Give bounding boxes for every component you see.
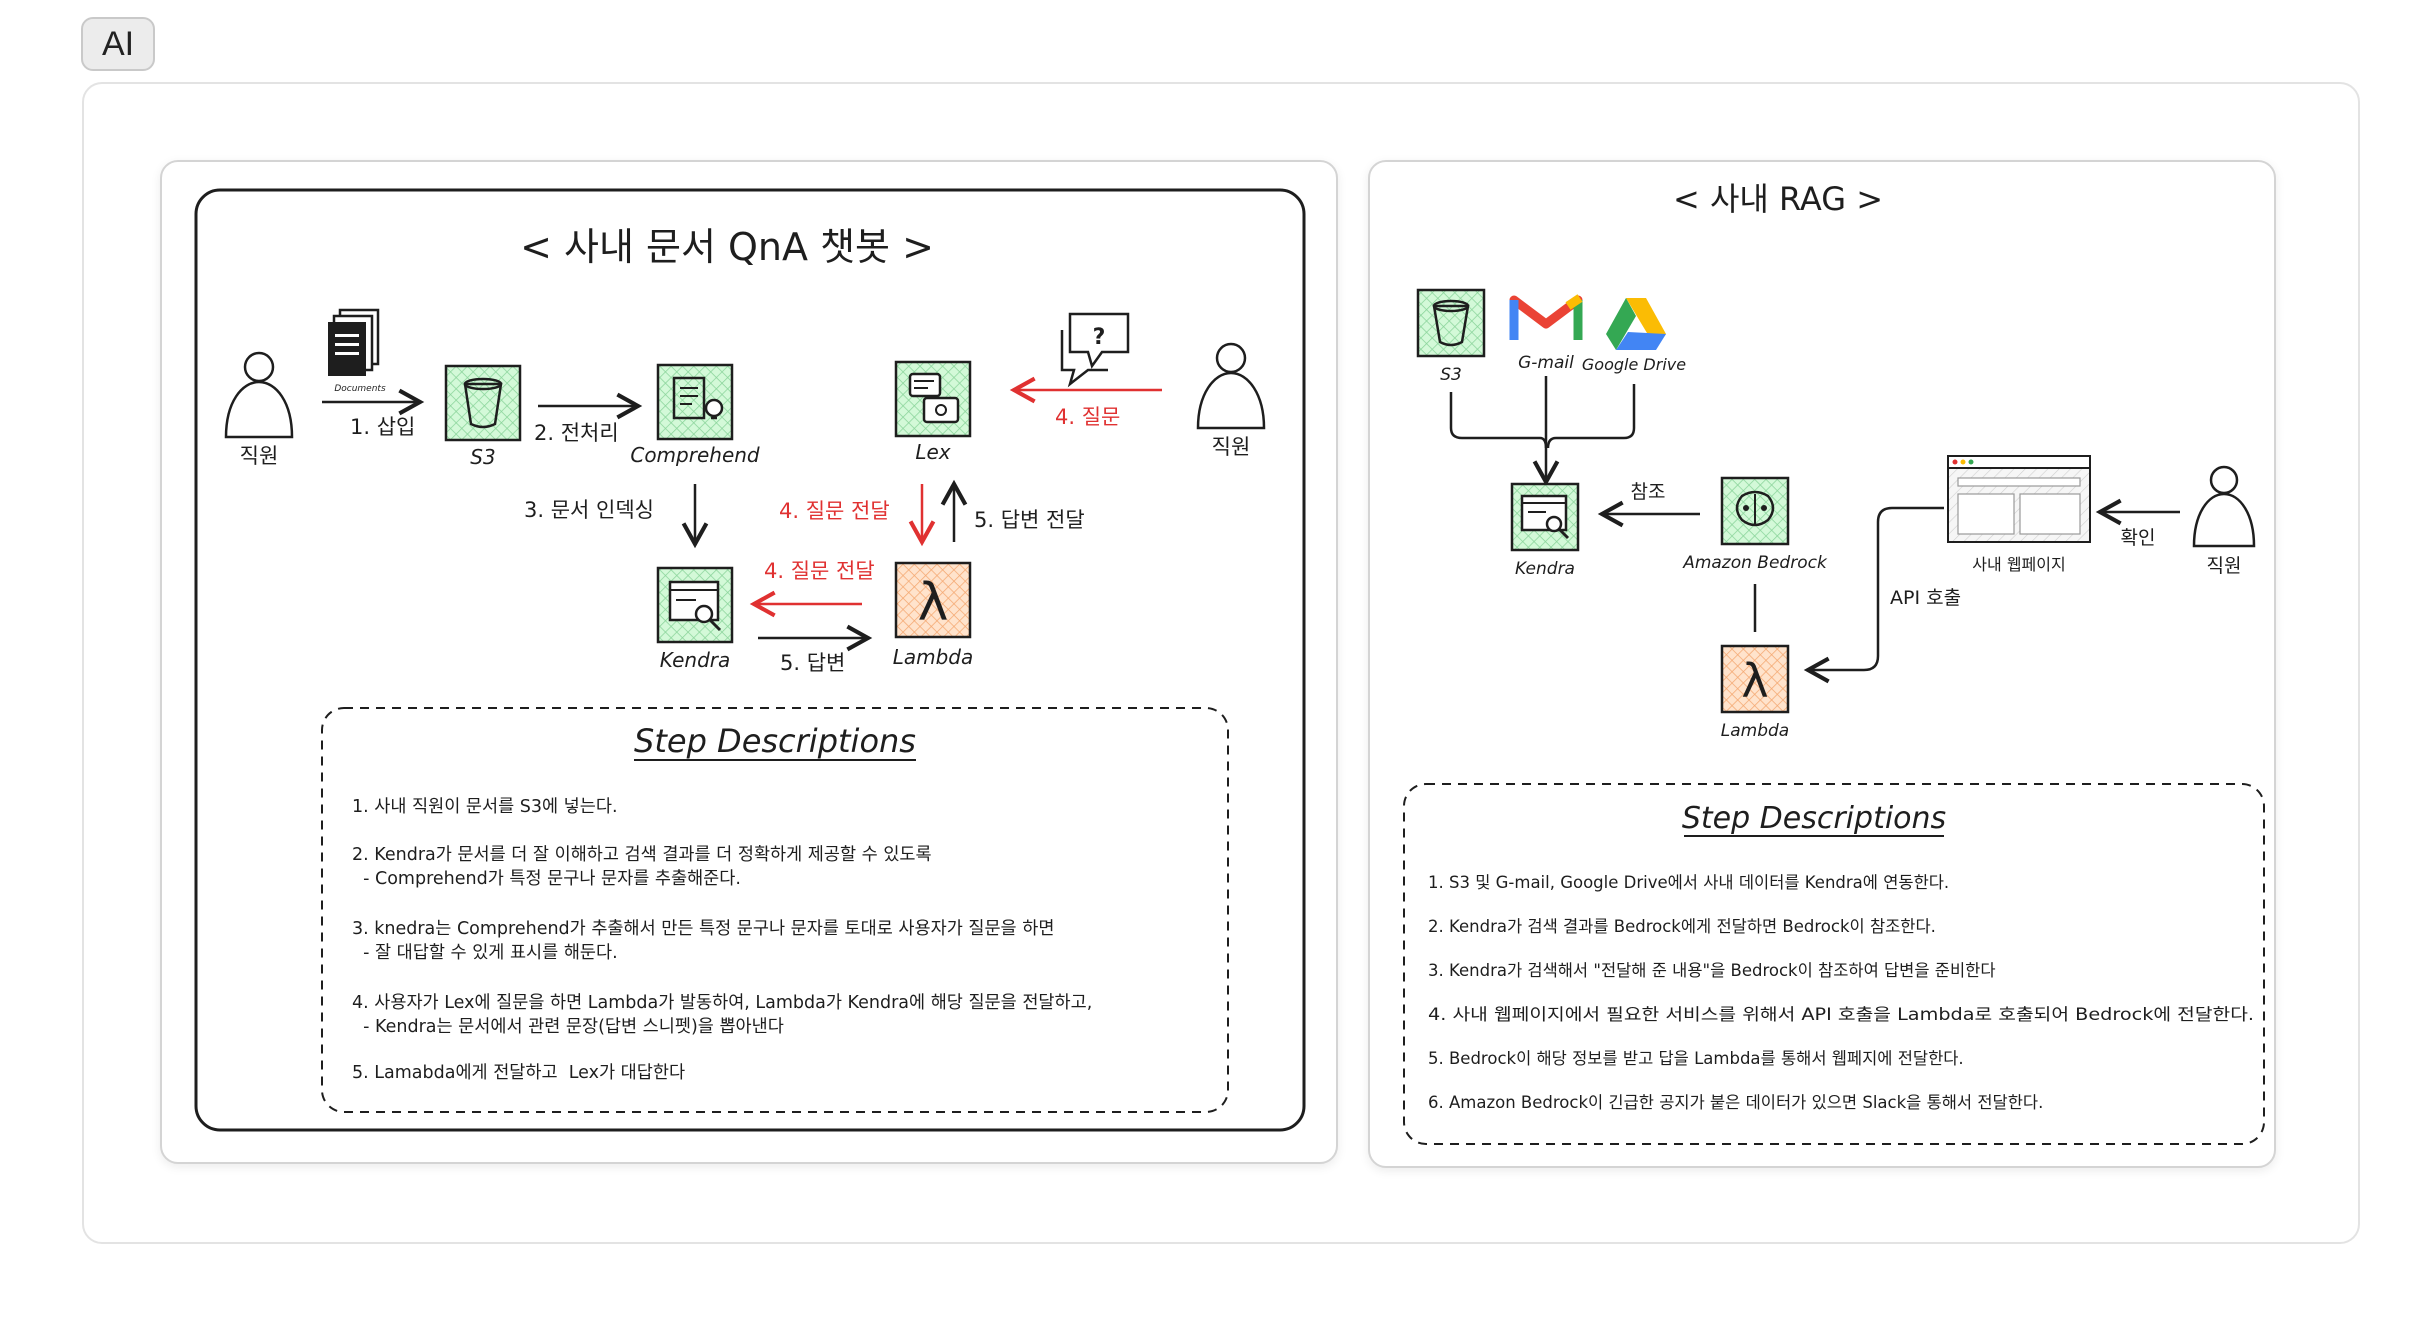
webpage-label: 사내 웹페이지 — [1972, 555, 2065, 574]
s3-connector — [1449, 392, 1548, 449]
reference-label: 참조 — [1631, 481, 1666, 503]
documents-icon — [328, 308, 380, 376]
step-descriptions-title: Step Descriptions — [1682, 801, 1946, 836]
step-text: 4. 사내 웹페이지에서 필요한 서비스를 위해서 API 호출을 Lambda… — [1428, 1005, 2254, 1024]
step-text: 1. 사내 직원이 문서를 S3에 넣는다. — [352, 797, 618, 817]
employee-right-label: 직원 — [1212, 435, 1251, 459]
diagram-title: < 사내 문서 QnA 챗봇 > — [520, 225, 934, 269]
s3-label: S3 — [470, 445, 495, 469]
bedrock-label: Amazon Bedrock — [1682, 553, 1828, 573]
step-text: 5. Bedrock이 해당 정보를 받고 답을 Lambda를 통해서 웹페지… — [1428, 1049, 1964, 1068]
confirm-label: 확인 — [2121, 527, 2156, 549]
step-descriptions-box — [1403, 783, 2265, 1145]
s3-icon — [1416, 288, 1486, 358]
s3-icon — [444, 364, 522, 442]
api-call-arrow — [1803, 506, 1944, 684]
step-text: 4. 사용자가 Lex에 질문을 하면 Lambda가 발동하여, Lambda… — [352, 993, 1092, 1013]
lambda-icon: λ — [894, 561, 972, 639]
step-text: 6. Amazon Bedrock이 긴급한 공지가 붙은 데이터가 있으면 S… — [1428, 1093, 2043, 1112]
lambda-label: Lambda — [1721, 721, 1789, 741]
qna-chatbot-diagram-card: < 사내 문서 QnA 챗봇 > 직원 Documents 1. 삽입 S3 2… — [160, 160, 1338, 1164]
api-call-label: API 호출 — [1890, 587, 1961, 609]
lex-label: Lex — [915, 440, 950, 464]
kendra-icon — [1510, 482, 1580, 552]
qna-diagram-canvas: < 사내 문서 QnA 챗봇 > 직원 Documents 1. 삽입 S3 2… — [194, 188, 1306, 1132]
gmail-label: G-mail — [1518, 353, 1574, 373]
kendra-label: Kendra — [1515, 559, 1575, 579]
answer-label: 5. 답변 — [780, 651, 845, 675]
indexing-label: 3. 문서 인덱싱 — [524, 498, 654, 522]
kendra-icon — [656, 566, 734, 644]
employee-label: 직원 — [2207, 555, 2242, 577]
s3-label: S3 — [1440, 365, 1462, 385]
gmail-icon — [1509, 294, 1583, 340]
bedrock-icon — [1720, 476, 1790, 546]
step-descriptions-box — [321, 707, 1229, 1113]
lex-icon — [894, 360, 972, 438]
comprehend-icon — [656, 363, 734, 441]
diagram-frame — [194, 188, 1306, 1132]
rag-diagram-canvas: < 사내 RAG > S3 G-mail Google Drive Kendra — [1403, 180, 2265, 1145]
svg-text:λ: λ — [1741, 654, 1768, 708]
step-descriptions-title: Step Descriptions — [634, 722, 916, 760]
step-text: 5. Lamabda에게 전달하고 Lex가 대답한다 — [352, 1063, 685, 1083]
question-label: 4. 질문 — [1055, 405, 1120, 429]
ai-badge: AI — [81, 17, 155, 71]
step-text: 2. Kendra가 문서를 더 잘 이해하고 검색 결과를 더 정확하게 제공… — [352, 845, 932, 865]
lambda-icon: λ — [1720, 644, 1790, 714]
documents-label: Documents — [334, 384, 386, 394]
webpage-icon — [1947, 455, 2091, 543]
svg-text:λ: λ — [918, 573, 949, 633]
question-forward-label-1: 4. 질문 전달 — [779, 499, 890, 523]
kendra-label: Kendra — [660, 648, 731, 672]
employee-icon — [1196, 342, 1266, 430]
svg-text:?: ? — [1093, 325, 1106, 350]
step-text: 3. Kendra가 검색해서 "전달해 준 내용"을 Bedrock이 참조하… — [1428, 961, 1996, 980]
employee-icon — [2192, 465, 2256, 548]
diagram-title: < 사내 RAG > — [1673, 180, 1883, 218]
step-text: - Kendra는 문서에서 관련 문장(답변 스니펫)을 뽑아낸다 — [352, 1017, 784, 1037]
insert-label: 1. 삽입 — [350, 415, 415, 439]
gdrive-label: Google Drive — [1582, 355, 1686, 374]
google-drive-icon — [1606, 298, 1666, 350]
question-forward-label-2: 4. 질문 전달 — [764, 559, 875, 583]
step-text: 2. Kendra가 검색 결과를 Bedrock에게 전달하면 Bedrock… — [1428, 917, 1936, 936]
employee-left-label: 직원 — [240, 444, 279, 468]
employee-icon — [224, 351, 294, 439]
step-text: 1. S3 및 G-mail, Google Drive에서 사내 데이터를 K… — [1428, 873, 1949, 892]
step-text: - 잘 대답할 수 있게 표시를 해둔다. — [352, 943, 618, 963]
answer-forward-label: 5. 답변 전달 — [974, 508, 1085, 532]
gdrive-connector — [1546, 384, 1636, 449]
step-text: - Comprehend가 특정 문구나 문자를 추출해준다. — [352, 869, 741, 889]
lambda-label: Lambda — [893, 645, 974, 669]
preprocess-label: 2. 전처리 — [534, 421, 619, 445]
question-bubble-icon: ? — [1060, 312, 1130, 388]
rag-diagram-card: < 사내 RAG > S3 G-mail Google Drive Kendra — [1368, 160, 2276, 1168]
comprehend-label: Comprehend — [630, 443, 760, 467]
step-text: 3. knedra는 Comprehend가 추출해서 만든 특정 문구나 문자… — [352, 919, 1054, 939]
